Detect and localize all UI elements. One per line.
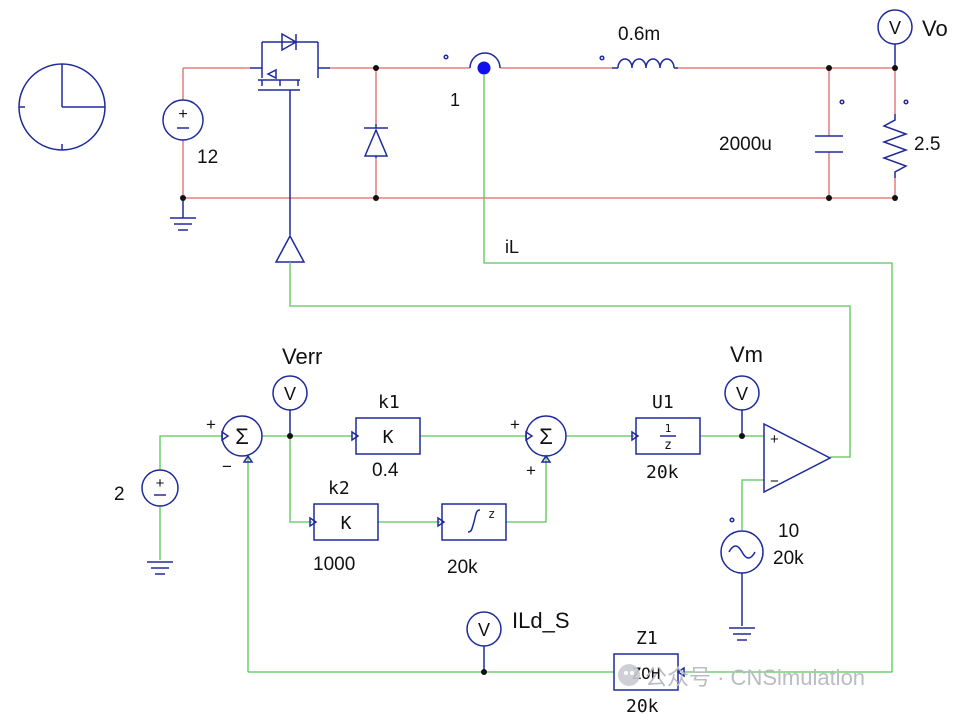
z1-freq-label: 20k xyxy=(626,696,659,715)
resistor-value-label: 2.5 xyxy=(914,134,940,155)
u1-fraction-numerator: 1 xyxy=(665,422,672,435)
summer1-minus: − xyxy=(222,457,232,476)
verr-label: Verr xyxy=(282,344,322,369)
control-wires xyxy=(159,75,893,673)
k1-symbol: K xyxy=(383,427,394,448)
reference-value-label: 2 xyxy=(114,484,125,505)
vo-voltmeter[interactable]: V xyxy=(877,9,913,68)
u1-fraction-denominator: z xyxy=(664,438,672,453)
ramp-amplitude-label: 10 xyxy=(778,521,799,542)
summer2-plus-2: + xyxy=(526,461,536,480)
summer2-sigma: Σ xyxy=(539,424,553,449)
vo-label: Vo xyxy=(922,16,948,41)
u1-name-label: U1 xyxy=(652,392,674,413)
ild-s-voltmeter-symbol: V xyxy=(478,620,490,640)
comparator-minus: − xyxy=(770,473,779,490)
power-junctions xyxy=(180,65,898,201)
clock-icon[interactable] xyxy=(18,63,106,151)
k2-value-label: 1000 xyxy=(313,554,355,575)
source-value-label: 12 xyxy=(197,147,218,168)
k1-value-label: 0.4 xyxy=(372,460,399,481)
summer2-plus-1: + xyxy=(510,415,520,434)
vm-voltmeter-symbol: V xyxy=(736,384,748,404)
dc-voltage-source[interactable]: + xyxy=(162,99,204,141)
gate-driver-buffer[interactable] xyxy=(274,234,306,263)
summer1-sigma: Σ xyxy=(235,424,249,449)
output-capacitor[interactable] xyxy=(815,99,845,153)
k1-gain-block[interactable]: K xyxy=(351,417,421,455)
z1-name-label: Z1 xyxy=(636,628,658,649)
summer-1[interactable]: Σ xyxy=(221,415,263,463)
k2-gain-block[interactable]: K xyxy=(309,503,379,541)
ref-ground-symbol xyxy=(147,561,173,575)
verr-voltmeter[interactable]: V xyxy=(272,375,308,436)
ramp-source[interactable] xyxy=(720,517,764,626)
u1-freq-label: 20k xyxy=(646,462,679,483)
summer-2[interactable]: Σ xyxy=(525,415,567,463)
vm-voltmeter[interactable]: V xyxy=(724,375,760,436)
vo-voltmeter-symbol: V xyxy=(889,18,901,38)
ild-s-label: ILd_S xyxy=(512,608,570,633)
u1-unit-delay-block[interactable]: 1 z xyxy=(631,417,701,455)
comparator-plus: + xyxy=(770,431,779,448)
ramp-ground-symbol xyxy=(729,627,755,641)
inductor[interactable] xyxy=(599,55,678,69)
k2-symbol: K xyxy=(341,513,352,534)
ground-symbol xyxy=(170,198,196,231)
reference-source[interactable]: + xyxy=(141,469,179,507)
comparator[interactable]: + − xyxy=(763,422,832,494)
watermark-text: 公众号 · CNSimulation xyxy=(645,665,865,690)
verr-voltmeter-symbol: V xyxy=(284,384,296,404)
capacitor-value-label: 2000u xyxy=(719,134,772,155)
inductor-value-label: 0.6m xyxy=(618,24,660,45)
k2-name-label: k2 xyxy=(328,478,350,499)
il-label: iL xyxy=(505,237,519,257)
mosfet-switch[interactable] xyxy=(250,32,330,235)
control-junctions xyxy=(287,433,745,675)
integrator-z-label: z xyxy=(488,507,495,521)
current-probe[interactable] xyxy=(443,52,501,75)
k1-name-label: k1 xyxy=(378,392,400,413)
load-resistor[interactable] xyxy=(881,99,909,178)
vm-label: Vm xyxy=(730,342,763,367)
probe-node-label: 1 xyxy=(450,90,460,110)
discrete-integrator-block[interactable]: z xyxy=(437,503,507,541)
integrator-freq-label: 20k xyxy=(447,557,478,578)
freewheel-diode[interactable] xyxy=(363,124,389,158)
ild-s-voltmeter[interactable]: V xyxy=(466,611,502,672)
ramp-frequency-label: 20k xyxy=(773,548,804,569)
summer1-plus: + xyxy=(206,415,216,434)
power-wires xyxy=(182,67,896,199)
ref-plus-sign: + xyxy=(156,475,165,492)
watermark: 公众号 · CNSimulation xyxy=(618,664,865,690)
source-plus-sign: + xyxy=(178,106,187,123)
